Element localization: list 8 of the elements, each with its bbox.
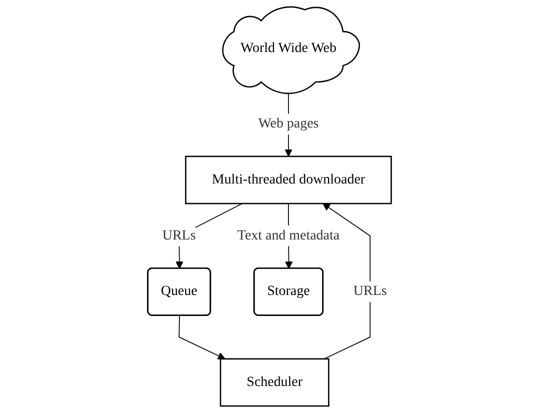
edge-label: Web pages — [258, 116, 319, 132]
edge-label: URLs — [162, 228, 196, 243]
arrow — [178, 315, 226, 360]
node-box: Multi-threaded downloader — [185, 156, 392, 204]
edge-label: URLs — [353, 284, 387, 299]
arrow — [322, 203, 371, 360]
node-box: Scheduler — [220, 358, 330, 407]
edge-label: Text and metadata — [237, 228, 340, 243]
